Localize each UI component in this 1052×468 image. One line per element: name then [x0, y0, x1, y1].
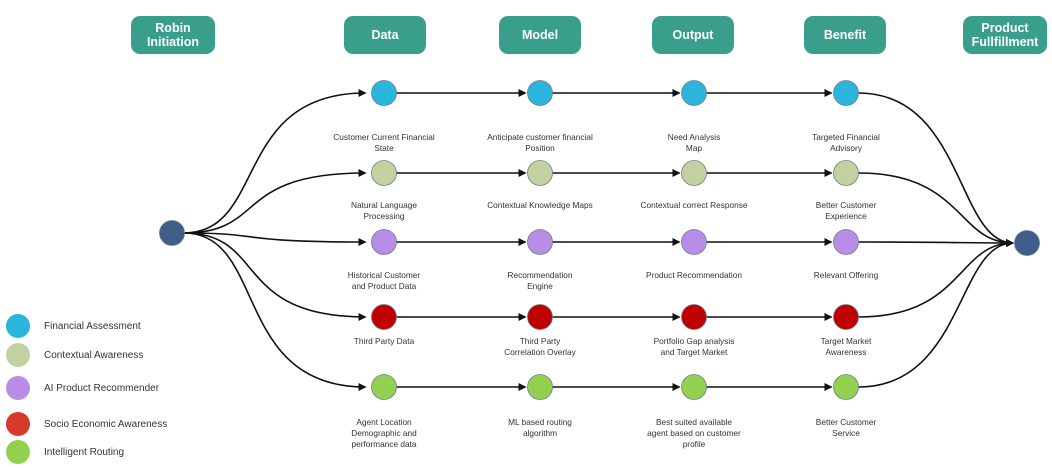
node-financial-1 — [371, 80, 397, 106]
node-recommender-2 — [527, 229, 553, 255]
node-label-recommender-1: Historical Customer and Product Data — [347, 270, 421, 291]
node-label-socio-1: Third Party Data — [353, 336, 415, 346]
node-label-contextual-3: Contextual correct Response — [640, 200, 748, 210]
node-socio-2 — [527, 304, 553, 330]
node-financial-4 — [833, 80, 859, 106]
stage-output: Output — [652, 16, 734, 54]
fan-out-edge-financial — [183, 89, 367, 234]
fan-in-edge-routing — [858, 239, 1014, 388]
node-recommender-1 — [371, 229, 397, 255]
node-financial-3 — [681, 80, 707, 106]
legend-item-intelligent-routing: Intelligent Routing — [6, 439, 124, 465]
stage-data: Data — [344, 16, 426, 54]
legend-item-socio-economic-awareness: Socio Economic Awareness — [6, 411, 167, 437]
fan-in-edge-socio — [858, 239, 1014, 318]
legend-item-ai-product-recommender: AI Product Recommender — [6, 375, 159, 401]
legend-item-financial-assessment: Financial Assessment — [6, 313, 141, 339]
node-financial-2 — [527, 80, 553, 106]
fan-in-edge-contextual — [858, 172, 1014, 247]
node-contextual-2 — [527, 160, 553, 186]
legend-swatch — [6, 343, 30, 367]
stage-model: Model — [499, 16, 581, 54]
node-label-financial-4: Targeted Financial Advisory — [812, 132, 880, 153]
node-label-socio-3: Portfolio Gap analysis and Target Market — [653, 336, 735, 357]
node-label-contextual-2: Contextual Knowledge Maps — [487, 200, 593, 210]
legend-swatch — [6, 440, 30, 464]
start-node — [159, 220, 185, 246]
fan-in-edge-financial — [858, 92, 1014, 247]
node-label-financial-1: Customer Current Financial State — [333, 132, 435, 153]
node-recommender-4 — [833, 229, 859, 255]
node-socio-3 — [681, 304, 707, 330]
legend-item-contextual-awareness: Contextual Awareness — [6, 342, 143, 368]
legend-swatch — [6, 314, 30, 338]
fan-out-edge-contextual — [183, 169, 367, 234]
node-label-financial-2: Anticipate customer financial Position — [487, 132, 593, 153]
stage-benefit: Benefit — [804, 16, 886, 54]
node-label-routing-3: Best suited available agent based on cus… — [647, 417, 741, 449]
node-label-contextual-1: Natural Language Processing — [351, 200, 417, 221]
flow-nodes — [159, 80, 1040, 400]
stage-robin-initiation: Robin Initiation — [131, 16, 215, 54]
node-label-recommender-2: Recommendation Engine — [507, 270, 573, 291]
legend-label: AI Product Recommender — [44, 382, 160, 394]
node-label-recommender-3: Product Recommendation — [646, 270, 742, 280]
flow-edges — [183, 89, 1014, 391]
node-label-contextual-4: Better Customer Experience — [815, 200, 877, 221]
node-routing-2 — [527, 374, 553, 400]
fan-out-edge-recommender — [183, 232, 367, 246]
fan-out-edge-routing — [183, 232, 367, 391]
legend-label: Financial Assessment — [44, 320, 141, 332]
fan-out-edge-socio — [183, 232, 367, 321]
node-contextual-1 — [371, 160, 397, 186]
legend-label: Intelligent Routing — [44, 446, 125, 458]
node-routing-1 — [371, 374, 397, 400]
stage-product-fulfillment: Product Fullfillment — [963, 16, 1047, 54]
node-routing-4 — [833, 374, 859, 400]
legend-swatch — [6, 376, 30, 400]
node-socio-4 — [833, 304, 859, 330]
node-label-routing-2: ML based routing algorithm — [508, 417, 572, 438]
node-label-socio-2: Third Party Correlation Overlay — [504, 336, 576, 357]
node-socio-1 — [371, 304, 397, 330]
node-label-socio-4: Target Market Awareness — [820, 336, 872, 357]
node-routing-3 — [681, 374, 707, 400]
node-label-routing-1: Agent Location Demographic and performan… — [351, 417, 417, 449]
node-recommender-3 — [681, 229, 707, 255]
end-node — [1014, 230, 1040, 256]
legend-swatch — [6, 412, 30, 436]
node-label-recommender-4: Relevant Offering — [813, 270, 879, 280]
node-label-routing-4: Better Customer Service — [815, 417, 877, 438]
node-contextual-3 — [681, 160, 707, 186]
node-label-financial-3: Need Analysis Map — [667, 132, 721, 153]
node-contextual-4 — [833, 160, 859, 186]
fan-in-edge-recommender — [858, 238, 1014, 247]
legend-label: Socio Economic Awareness — [44, 418, 168, 430]
legend-label: Contextual Awareness — [44, 349, 144, 361]
